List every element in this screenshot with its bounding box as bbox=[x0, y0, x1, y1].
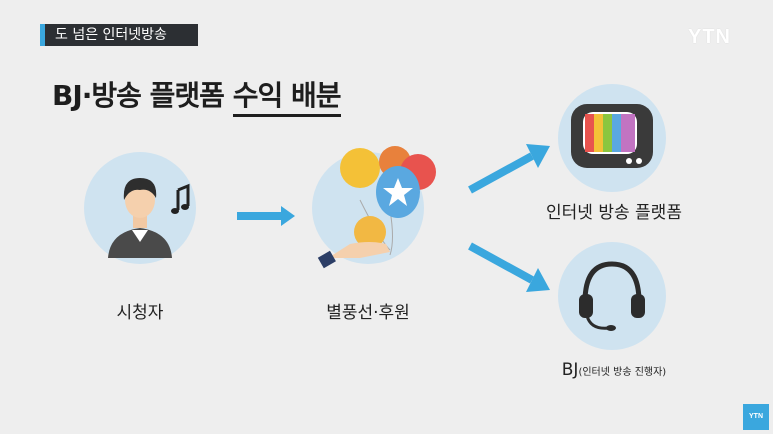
channel-logo: YTN bbox=[688, 26, 731, 48]
viewer-label: 시청자 bbox=[116, 303, 164, 323]
arrow-right-icon bbox=[237, 206, 295, 226]
arrow-up-right-icon bbox=[468, 144, 550, 194]
headset-icon bbox=[579, 261, 645, 331]
bj-label-sub: (인터넷 방송 진행자) bbox=[578, 367, 667, 378]
page-title: BJ·방송 플랫폼 수익 배분 bbox=[52, 74, 341, 117]
bj-label-main: BJ bbox=[561, 360, 579, 380]
arrow-down-right-icon bbox=[468, 242, 550, 292]
title-part2: 수익 배분 bbox=[232, 79, 341, 117]
platform-label: 인터넷 방송 플랫폼 bbox=[546, 203, 682, 223]
title-part1: BJ·방송 플랫폼 bbox=[52, 79, 233, 112]
tv-icon bbox=[571, 104, 653, 168]
balloons-coin-icon bbox=[317, 146, 436, 269]
corner-logo: YTN bbox=[743, 404, 769, 430]
person-with-music-icon bbox=[108, 178, 190, 258]
news-tag: 도 넘은 인터넷방송 bbox=[40, 24, 198, 46]
donation-label: 별풍선·후원 bbox=[326, 303, 410, 323]
bj-label: BJ(인터넷 방송 진행자) bbox=[524, 360, 704, 380]
bj-circle bbox=[558, 242, 666, 350]
